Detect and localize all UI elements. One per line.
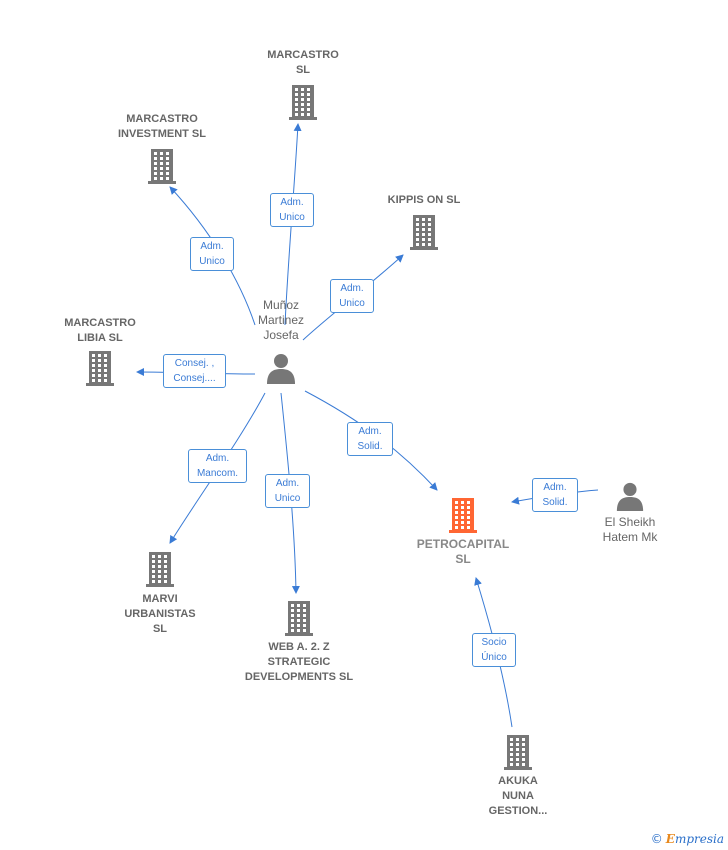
relation-label[interactable]: Socio Único [472, 633, 516, 667]
relation-label[interactable]: Adm. Unico [190, 237, 234, 271]
relation-label[interactable]: Consej. , Consej.... [163, 354, 226, 388]
copyright-icon: © [650, 832, 663, 846]
relation-label[interactable]: Adm. Mancom. [188, 449, 247, 483]
building-icon [504, 735, 532, 770]
building-icon [86, 351, 114, 386]
company-label: MARCASTRO SL [267, 49, 339, 76]
company-label: KIPPIS ON SL [387, 194, 461, 206]
building-icon [410, 215, 438, 250]
person-icon [267, 354, 295, 384]
company-label: PETROCAPITAL SL [416, 537, 510, 566]
relation-label[interactable]: Adm. Solid. [532, 478, 578, 512]
company-label: MARCASTRO LIBIA SL [64, 317, 136, 344]
building-icon [146, 552, 174, 587]
company-label: MARCASTRO INVESTMENT SL [117, 113, 206, 140]
company-label: WEB A. 2. Z STRATEGIC DEVELOPMENTS SL [244, 641, 354, 683]
building-icon [285, 601, 313, 636]
company-label: MARVI URBANISTAS SL [124, 593, 196, 635]
building-icon [449, 498, 477, 533]
empresia-brand: ©Empresia [650, 832, 724, 846]
building-icon [148, 149, 176, 184]
relation-label[interactable]: Adm. Unico [265, 474, 310, 508]
person-icon [616, 482, 644, 511]
person-label: El Sheikh Hatem Mk [602, 515, 658, 544]
company-label: AKUKA NUNA GESTION... [488, 775, 548, 817]
relation-label[interactable]: Adm. Unico [270, 193, 314, 227]
relation-label[interactable]: Adm. Solid. [347, 422, 393, 456]
building-icon [289, 85, 317, 120]
relation-label[interactable]: Adm. Unico [330, 279, 374, 313]
center-person-label: Muñoz Martinez Josefa [257, 298, 304, 342]
